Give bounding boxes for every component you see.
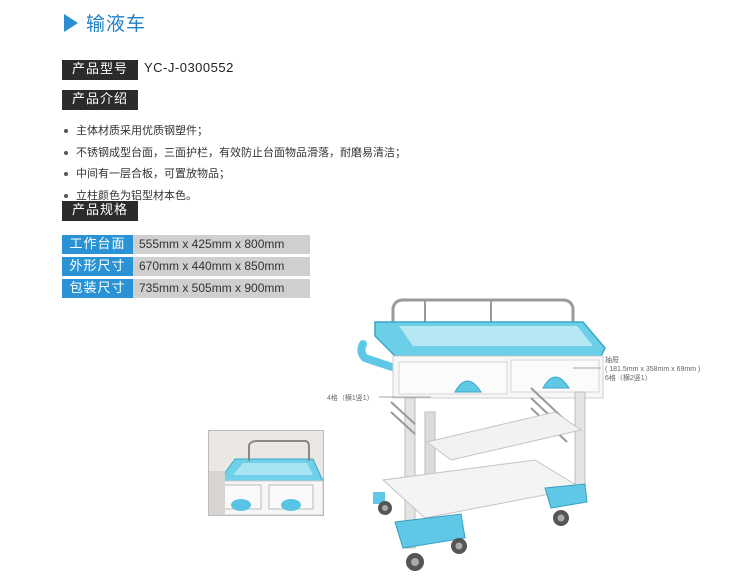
spec-row-worktop: 工作台面 555mm x 425mm x 800mm: [62, 235, 310, 254]
intro-list: 主体材质采用优质钢塑件； 不锈钢成型台面，三面护栏，有效防止台面物品滑落，耐磨易…: [62, 120, 406, 206]
spec-key: 工作台面: [62, 235, 133, 254]
list-item: 不锈钢成型台面，三面护栏，有效防止台面物品滑落，耐磨易清洁；: [62, 142, 406, 164]
spec-key: 包装尺寸: [62, 279, 133, 298]
list-item: 主体材质采用优质钢塑件；: [62, 120, 406, 142]
left-callout: 4格（横1竖1）: [327, 395, 374, 402]
model-label: 产品型号: [62, 60, 139, 80]
spec-row-outer: 外形尺寸 670mm x 440mm x 850mm: [62, 257, 310, 276]
spec-value: 735mm x 505mm x 900mm: [133, 279, 310, 298]
drawer-detail-image: [208, 430, 324, 516]
spec-value: 555mm x 425mm x 800mm: [133, 235, 310, 254]
play-triangle-icon: [64, 14, 78, 32]
drawer-callout: 抽屉 ( 181.5mm x 358mm x 69mm ) 6格（横2竖1）: [605, 356, 700, 383]
cart-image: [355, 292, 615, 582]
spec-row-package: 包装尺寸 735mm x 505mm x 900mm: [62, 279, 310, 298]
intro-label: 产品介绍: [62, 90, 139, 110]
list-item: 立柱颜色为铝型材本色。: [62, 185, 406, 207]
spec-key: 外形尺寸: [62, 257, 133, 276]
model-value: YC-J-0300552: [144, 60, 234, 75]
list-item: 中间有一层合板，可置放物品；: [62, 163, 406, 185]
specs-label: 产品规格: [62, 201, 139, 221]
page-title: 输液车: [86, 13, 147, 35]
callout-drawer-label: 抽屉: [605, 357, 619, 364]
callout-drawer-compartments: 6格（横2竖1）: [605, 375, 652, 382]
callout-drawer-size: ( 181.5mm x 358mm x 69mm ): [605, 366, 701, 373]
spec-value: 670mm x 440mm x 850mm: [133, 257, 310, 276]
